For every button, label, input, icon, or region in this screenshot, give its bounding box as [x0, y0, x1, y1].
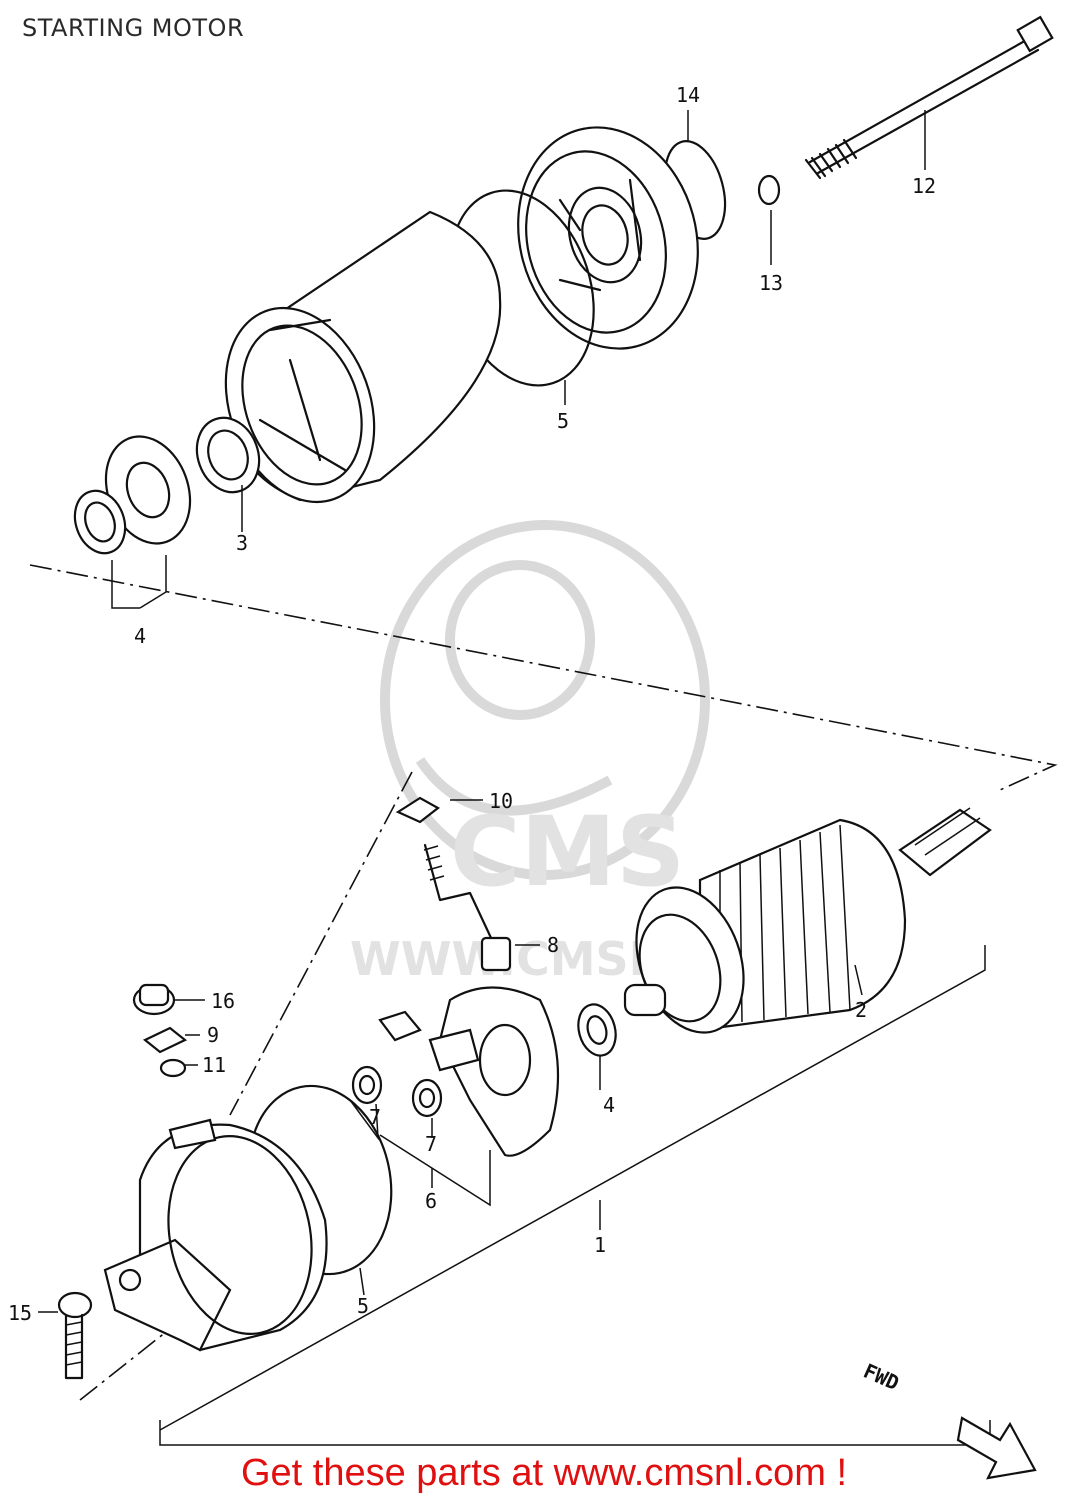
part-label: 7	[369, 1105, 381, 1129]
o-ring-11	[159, 1058, 187, 1078]
watermark-cms-text: CMS	[450, 796, 685, 908]
part-label: 5	[357, 1294, 369, 1318]
part-label: 5	[557, 409, 569, 433]
part-label: 8	[547, 933, 559, 957]
watermark-logo: CMS WWW.CMSNL	[350, 520, 710, 986]
forward-arrow-icon	[956, 1416, 1037, 1480]
part-label: 7	[425, 1132, 437, 1156]
part-label: 6	[425, 1189, 437, 1213]
part-label: 16	[211, 989, 235, 1013]
armature	[623, 807, 992, 1034]
part-label: 2	[855, 998, 867, 1022]
rear-end-cover	[517, 126, 699, 350]
part-label: 4	[134, 624, 146, 648]
nut-16	[132, 983, 176, 1016]
part-label: 15	[8, 1301, 32, 1325]
terminal-bolt-brush	[423, 843, 512, 972]
page-title: STARTING MOTOR	[22, 14, 245, 42]
part-label: 10	[489, 789, 513, 813]
brush-springs	[351, 1065, 443, 1118]
promo-link-text[interactable]: Get these parts at www.cmsnl.com !	[240, 1452, 848, 1494]
part-label: 11	[202, 1053, 226, 1077]
washers-4-top	[73, 435, 192, 609]
part-label: 1	[594, 1233, 606, 1257]
brush-holder	[378, 986, 560, 1157]
washer-4-lower	[577, 1003, 617, 1057]
leader-lines	[38, 110, 991, 1446]
part-label: 3	[236, 531, 248, 555]
part-label: 9	[207, 1023, 219, 1047]
part-label: 4	[603, 1093, 615, 1117]
bearing-3	[195, 416, 261, 494]
through-bolt	[804, 15, 1054, 180]
part-label: 12	[912, 174, 936, 198]
part-label: 13	[759, 271, 783, 295]
screw-15	[57, 1291, 93, 1380]
lock-washer-9	[142, 1026, 188, 1054]
front-end-cover	[103, 1118, 328, 1352]
part-label: 14	[676, 83, 700, 107]
fwd-label: FWD	[860, 1359, 903, 1396]
insulator-10	[395, 796, 440, 824]
part-labels: 14 12 13 5 3 4 10 8 2 16 9 11 4 7 7 6 1 …	[8, 83, 936, 1325]
axis-line-upper	[29, 564, 1058, 791]
washer-13	[757, 174, 781, 206]
